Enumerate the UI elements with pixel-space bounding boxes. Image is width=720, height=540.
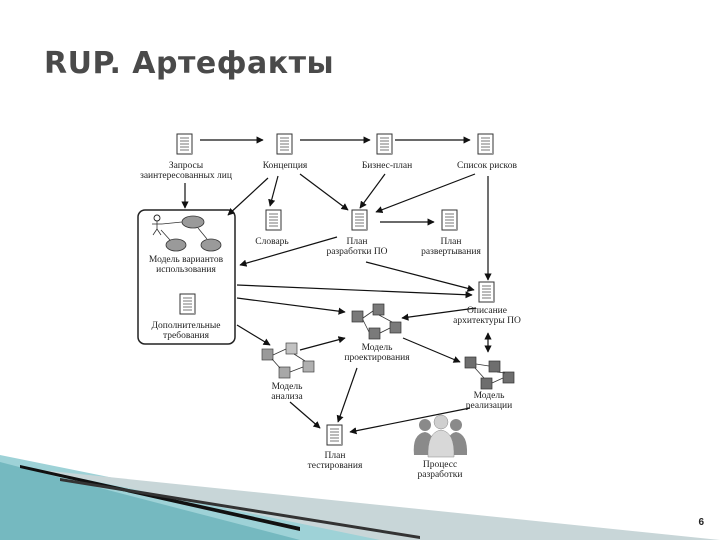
label-deploy-plan-line1: План xyxy=(441,237,462,247)
document-icon-glossary xyxy=(265,209,282,231)
svg-text:Словарь: Словарь xyxy=(255,237,289,247)
label-analysis-model-line1: Модель xyxy=(272,382,303,392)
label-test-plan-line1: План xyxy=(325,451,346,461)
class-diagram-icon-design xyxy=(351,303,402,340)
label-requests-line2: заинтересованных лиц xyxy=(140,171,232,181)
label-concept: Концепция xyxy=(263,161,308,171)
document-icon-requests xyxy=(176,133,193,155)
label-design-model-line2: проектирования xyxy=(344,353,410,363)
class-diagram-icon-analysis xyxy=(261,342,315,379)
class-diagram-icon-implementation xyxy=(464,356,515,390)
document-icon-test-plan xyxy=(326,424,343,446)
label-impl-model-line2: реализации xyxy=(466,401,512,411)
svg-text:Концепция: Концепция xyxy=(263,161,308,171)
people-group-icon xyxy=(413,414,468,458)
label-extra-requirements-line2: требования xyxy=(163,330,210,341)
document-icon-deploy-plan xyxy=(441,209,458,231)
svg-text:Бизнес-план: Бизнес-план xyxy=(362,161,412,171)
label-test-plan-line2: тестирования xyxy=(308,461,363,471)
document-icon-concept xyxy=(276,133,293,155)
label-dev-plan-line2: разработки ПО xyxy=(326,246,387,257)
label-design-model-line1: Модель xyxy=(362,343,393,353)
document-icon-risks xyxy=(477,133,494,155)
label-business-plan: Бизнес-план xyxy=(362,161,412,171)
label-use-case-model-line1: Модель вариантов xyxy=(149,255,224,265)
label-dev-process-line1: Процесс xyxy=(423,460,457,470)
document-icon-architecture xyxy=(478,281,495,303)
use-case-diagram-icon xyxy=(152,214,222,252)
label-deploy-plan-line2: развертывания xyxy=(421,247,481,257)
label-analysis-model-line2: анализа xyxy=(271,392,303,402)
label-architecture-line2: архитектуры ПО xyxy=(453,316,521,326)
slide-title: RUP. Артефакты xyxy=(44,46,335,81)
label-extra-requirements-line1: Дополнительные xyxy=(152,321,221,331)
dependency-arrows xyxy=(181,136,492,435)
label-dev-process-line2: разработки xyxy=(418,469,463,480)
label-requests-line1: Запросы xyxy=(169,161,204,171)
label-impl-model-line1: Модель xyxy=(474,391,505,401)
document-icon-business-plan xyxy=(376,133,393,155)
document-icon-dev-plan xyxy=(351,209,368,231)
page-number: 6 xyxy=(698,517,704,528)
label-risks: Список рисков xyxy=(457,161,517,171)
label-glossary: Словарь xyxy=(255,237,289,247)
decorative-bands xyxy=(0,455,720,540)
svg-text:Список рисков: Список рисков xyxy=(457,161,517,171)
label-dev-plan-line1: План xyxy=(347,237,368,247)
document-icon-extra-requirements xyxy=(179,293,196,315)
label-use-case-model-line2: использования xyxy=(156,265,216,275)
label-architecture-line1: Описание xyxy=(467,306,507,316)
